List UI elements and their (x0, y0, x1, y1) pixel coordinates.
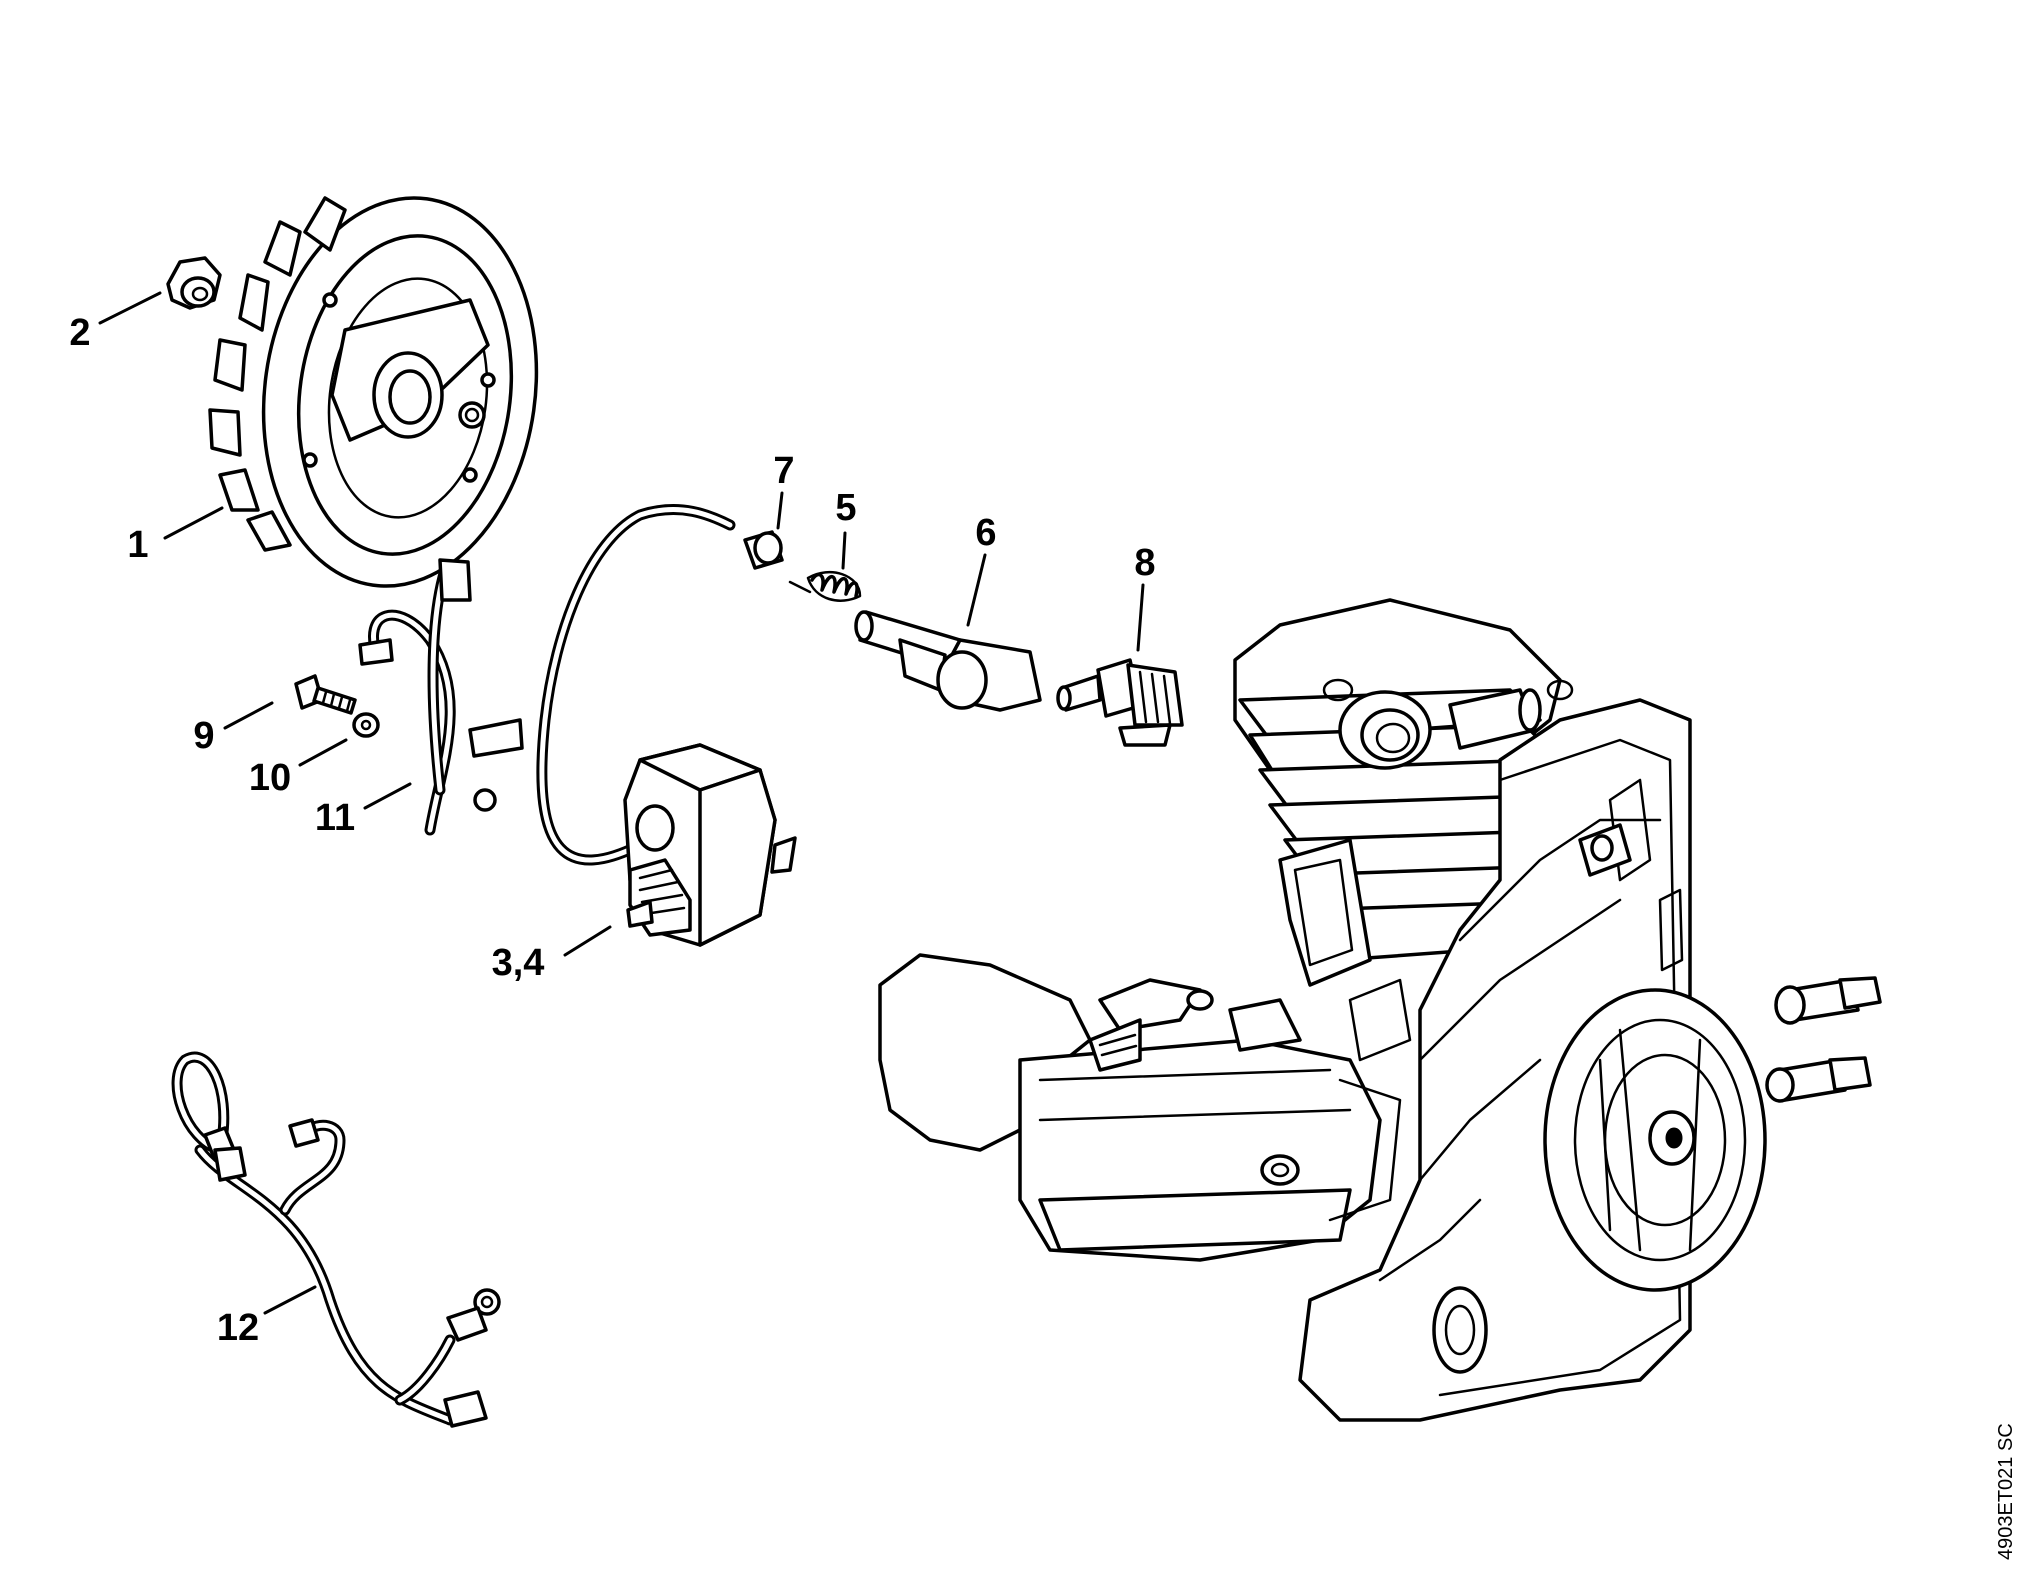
callout-11: 11 (315, 797, 355, 839)
callout-3-4: 3,4 (492, 942, 545, 984)
leader-2 (98, 291, 162, 325)
callout-7: 7 (773, 450, 794, 492)
leader-6 (966, 553, 987, 627)
callout-10: 10 (249, 757, 291, 799)
callout-2: 2 (69, 312, 90, 354)
plug-boot-part-6 (854, 610, 1042, 712)
screw-part-9 (294, 674, 357, 715)
leader-5 (841, 531, 847, 570)
callout-8: 8 (1134, 542, 1155, 584)
leader-9 (223, 701, 274, 730)
leader-3-4 (563, 925, 612, 957)
spark-plug-part-8 (1056, 658, 1184, 747)
leader-8 (1136, 583, 1145, 652)
callout-9: 9 (193, 715, 214, 757)
callout-12: 12 (217, 1307, 259, 1349)
flywheel-part-1 (208, 196, 539, 588)
leader-7 (776, 491, 784, 530)
leader-12 (263, 1285, 317, 1315)
sleeve-part-7 (743, 530, 784, 570)
leader-1 (163, 506, 224, 540)
spring-part-5 (788, 570, 862, 602)
leader-lines (98, 291, 1145, 1315)
wiring-harness-part-12 (171, 1051, 501, 1428)
leader-11 (363, 782, 412, 810)
nut-part-2 (166, 256, 222, 310)
leader-10 (298, 738, 348, 767)
short-wire-part-11 (358, 558, 524, 836)
ignition-module-part-3-4 (536, 504, 797, 947)
callout-1: 1 (127, 524, 148, 566)
callout-5: 5 (835, 487, 856, 529)
drawing-code: 4903ET021 SC (1995, 1423, 2017, 1560)
washer-part-10 (352, 712, 380, 738)
engine-assembly (878, 598, 1882, 1422)
callout-6: 6 (975, 512, 996, 554)
